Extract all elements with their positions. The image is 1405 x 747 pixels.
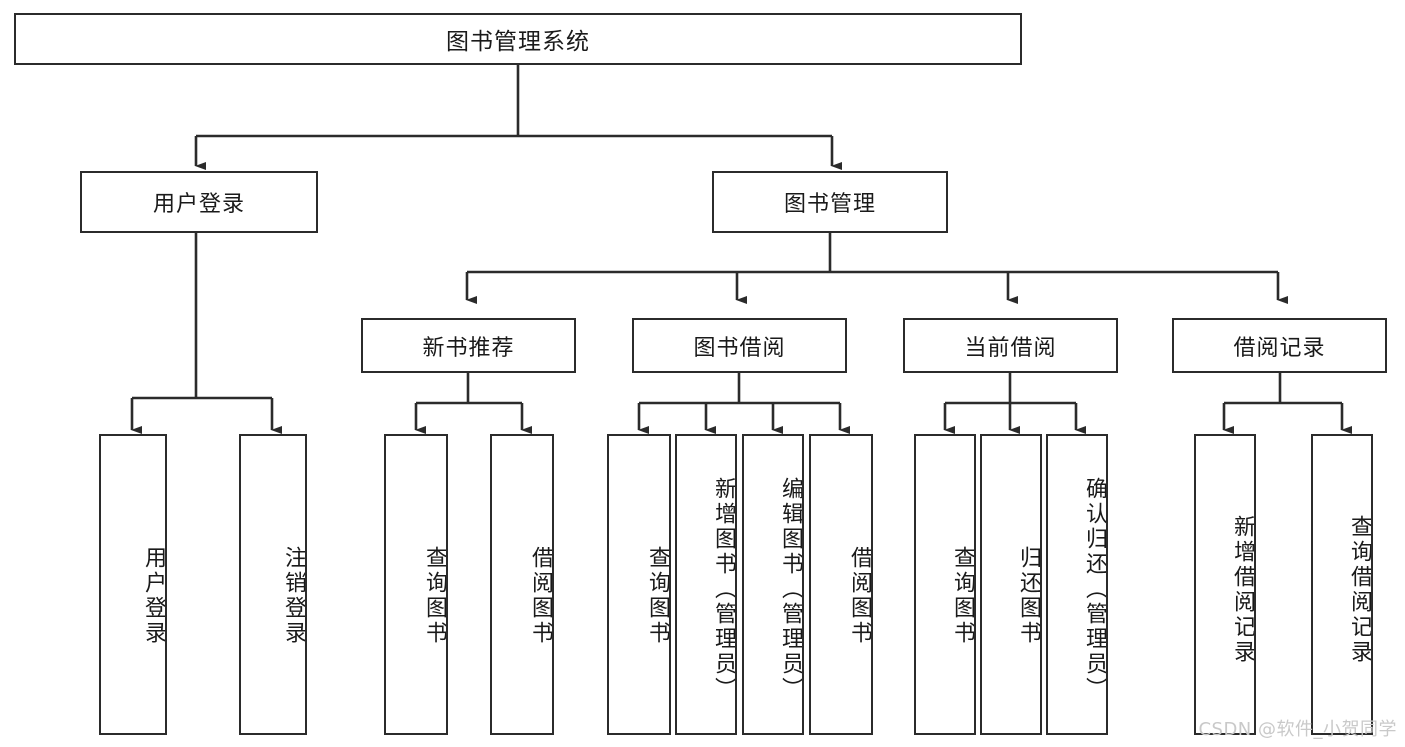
leaf-query-book-recommend[interactable]: 查询图书 <box>384 434 448 735</box>
node-label: 查询借阅记录 <box>1347 514 1372 665</box>
node-label: 用户登录 <box>152 192 245 217</box>
node-root-book-management-system[interactable]: 图书管理系统 <box>14 13 1022 65</box>
node-label: 查询图书 <box>645 545 670 646</box>
node-label: 编辑图书（管理员） <box>778 477 803 702</box>
node-label: 图书管理 <box>783 192 876 217</box>
node-book-borrow[interactable]: 图书借阅 <box>632 318 847 373</box>
leaf-query-borrow-record[interactable]: 查询借阅记录 <box>1311 434 1373 735</box>
node-label: 确认归还（管理员） <box>1082 477 1107 702</box>
node-label: 查询图书 <box>422 545 447 646</box>
leaf-add-book-admin[interactable]: 新增图书（管理员） <box>675 434 737 735</box>
node-label: 当前借阅 <box>964 335 1057 361</box>
node-label: 新增图书（管理员） <box>711 477 736 702</box>
node-user-login[interactable]: 用户登录 <box>80 171 318 233</box>
node-label: 借阅图书 <box>528 545 553 646</box>
node-current-borrow[interactable]: 当前借阅 <box>903 318 1118 373</box>
leaf-query-book-current[interactable]: 查询图书 <box>914 434 976 735</box>
node-label: 新增借阅记录 <box>1230 514 1255 665</box>
node-label: 借阅图书 <box>847 545 872 646</box>
leaf-query-book-borrow[interactable]: 查询图书 <box>607 434 671 735</box>
node-label: 查询图书 <box>950 545 975 646</box>
node-label: 新书推荐 <box>422 335 515 361</box>
node-borrow-record[interactable]: 借阅记录 <box>1172 318 1387 373</box>
node-new-book-recommend[interactable]: 新书推荐 <box>361 318 576 373</box>
leaf-return-book[interactable]: 归还图书 <box>980 434 1042 735</box>
node-label: 用户登录 <box>141 545 166 646</box>
node-label: 借阅记录 <box>1233 335 1326 361</box>
leaf-user-login[interactable]: 用户登录 <box>99 434 167 735</box>
node-label: 图书借阅 <box>693 335 786 361</box>
watermark: CSDN @软件_小贺同学 <box>1198 719 1397 740</box>
leaf-borrow-book[interactable]: 借阅图书 <box>809 434 873 735</box>
leaf-add-borrow-record[interactable]: 新增借阅记录 <box>1194 434 1256 735</box>
leaf-borrow-book-recommend[interactable]: 借阅图书 <box>490 434 554 735</box>
node-label: 归还图书 <box>1016 545 1041 646</box>
leaf-edit-book-admin[interactable]: 编辑图书（管理员） <box>742 434 804 735</box>
node-label: 图书管理系统 <box>446 29 590 55</box>
node-book-management[interactable]: 图书管理 <box>712 171 948 233</box>
leaf-logout[interactable]: 注销登录 <box>239 434 307 735</box>
leaf-confirm-return-admin[interactable]: 确认归还（管理员） <box>1046 434 1108 735</box>
node-label: 注销登录 <box>281 545 306 646</box>
